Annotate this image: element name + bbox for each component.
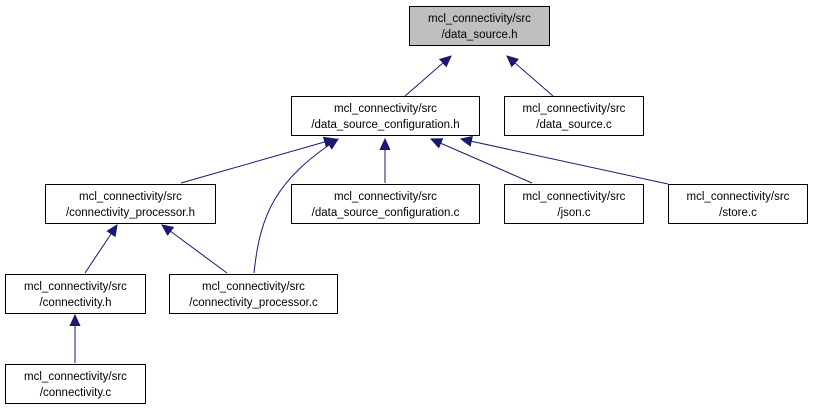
edge-store-c-to-data-source-configuration-h [461, 139, 669, 185]
node-data-source-c[interactable]: mcl_connectivity/src /data_source.c [504, 96, 644, 136]
edge-connectivity-processor-c-to-data-source-configuration-h [253, 139, 338, 274]
edge-connectivity-h-to-connectivity-processor-h [84, 225, 117, 274]
node-store-c[interactable]: mcl_connectivity/src /store.c [668, 184, 808, 224]
node-label-line1: mcl_connectivity/src [334, 103, 437, 115]
edge-data-source-configuration-h-to-data-source-h [404, 56, 451, 97]
node-connectivity-c[interactable]: mcl_connectivity/src /connectivity.c [5, 364, 146, 404]
node-box [409, 6, 550, 46]
node-label-line1: mcl_connectivity/src [79, 191, 182, 203]
edge-connectivity-processor-h-to-data-source-configuration-h [180, 139, 335, 184]
node-box [668, 184, 808, 224]
node-label-line2: /store.c [719, 207, 757, 219]
node-label-line1: mcl_connectivity/src [523, 191, 626, 203]
node-json-c[interactable]: mcl_connectivity/src /json.c [504, 184, 644, 224]
node-label-line2: /data_source_configuration.h [311, 119, 459, 131]
node-box [169, 274, 338, 314]
node-box [504, 184, 644, 224]
node-label-line1: mcl_connectivity/src [687, 191, 790, 203]
node-label-line2: /connectivity.c [40, 387, 112, 399]
node-box [5, 364, 146, 404]
node-data-source-configuration-c[interactable]: mcl_connectivity/src /data_source_config… [291, 184, 480, 224]
node-label-line2: /data_source.c [536, 119, 612, 131]
node-label-line2: /json.c [557, 207, 590, 219]
node-label-line1: mcl_connectivity/src [428, 13, 531, 25]
node-label-line2: /data_source_configuration.c [312, 207, 460, 219]
node-connectivity-processor-h[interactable]: mcl_connectivity/src /connectivity_proce… [45, 184, 216, 224]
edge-json-c-to-data-source-configuration-h [431, 139, 533, 184]
node-box [291, 184, 480, 224]
node-box [5, 274, 146, 314]
node-label-line2: /connectivity_processor.c [189, 297, 318, 309]
node-label-line2: /connectivity.h [39, 297, 111, 309]
node-box [504, 96, 644, 136]
node-label-line1: mcl_connectivity/src [334, 191, 437, 203]
node-data-source-configuration-h[interactable]: mcl_connectivity/src /data_source_config… [291, 96, 480, 136]
node-label-line2: /connectivity_processor.h [66, 207, 195, 219]
edges [75, 56, 669, 363]
node-data-source-h[interactable]: mcl_connectivity/src /data_source.h [409, 6, 550, 46]
node-box [45, 184, 216, 224]
node-connectivity-h[interactable]: mcl_connectivity/src /connectivity.h [5, 274, 146, 314]
edge-connectivity-processor-c-to-connectivity-processor-h [162, 225, 228, 274]
node-label-line1: mcl_connectivity/src [24, 371, 127, 383]
node-label-line1: mcl_connectivity/src [523, 103, 626, 115]
node-label-line1: mcl_connectivity/src [24, 281, 127, 293]
node-box [291, 96, 480, 136]
node-label-line1: mcl_connectivity/src [202, 281, 305, 293]
node-label-line2: /data_source.h [441, 29, 517, 41]
edge-data-source-c-to-data-source-h [507, 56, 554, 97]
node-connectivity-processor-c[interactable]: mcl_connectivity/src /connectivity_proce… [169, 274, 338, 314]
